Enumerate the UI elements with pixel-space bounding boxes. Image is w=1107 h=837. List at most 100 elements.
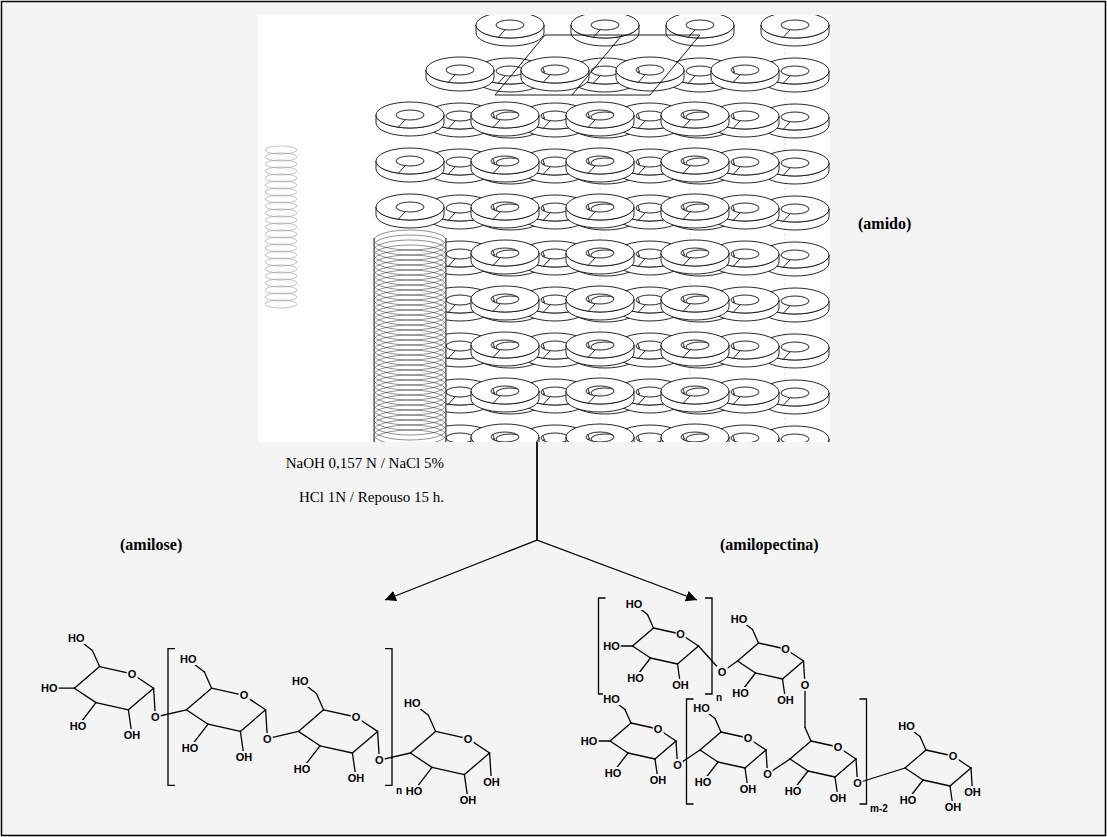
helix-step (593, 76, 600, 84)
helix-step (733, 121, 740, 129)
helix-step (543, 213, 550, 221)
chemical-bond (628, 753, 655, 759)
helix-step (543, 121, 550, 129)
helix-turn (661, 424, 729, 442)
helix-step (683, 350, 690, 358)
chemical-bond (298, 710, 323, 732)
chemical-bond (432, 767, 464, 774)
atom-label: HO (291, 675, 310, 687)
repeat-subscript: n (395, 785, 403, 796)
helix-step (733, 351, 740, 359)
helix-step (448, 75, 455, 83)
atom-label: OH (347, 772, 366, 784)
helix-step (448, 213, 455, 221)
atom-label: HO (784, 785, 803, 797)
atom-label: HO (67, 632, 86, 644)
chemical-bond (858, 768, 906, 783)
chemical-bond (240, 710, 265, 732)
helix-step (588, 396, 595, 404)
helix-step (493, 166, 500, 174)
atom-label: O (351, 711, 362, 723)
chemical-bond (186, 688, 211, 710)
chemical-bond (428, 715, 435, 731)
column-side (446, 238, 447, 442)
atom-label: HO (179, 653, 198, 665)
helix-turn (376, 194, 444, 220)
chemical-bond (633, 628, 654, 646)
structure-title: (amilopectina) (720, 536, 819, 554)
helix-step (588, 258, 595, 266)
chemical-bond (753, 630, 759, 644)
chemical-bond (905, 750, 926, 768)
atom-label: OH (944, 801, 963, 813)
helix-step (493, 120, 500, 128)
double-helix-hatch (374, 425, 446, 442)
chemical-bond (678, 646, 699, 664)
helix-step (783, 398, 790, 406)
atom-label: O (948, 750, 959, 762)
chemical-bond (920, 737, 926, 751)
chemical-bond (783, 661, 804, 679)
amylopectin-structure: (amilopectina) (560, 600, 1092, 832)
helix-turn (471, 102, 539, 128)
helix-step (733, 213, 740, 221)
starch-helices (258, 15, 830, 442)
repeat-bracket (168, 649, 175, 786)
helix-turn (616, 57, 684, 83)
atom-label: OH (739, 783, 758, 795)
helix-step (683, 166, 690, 174)
atom-label: O (672, 759, 683, 771)
helix-turn (471, 286, 539, 312)
helix-turn (661, 148, 729, 174)
helix-step (493, 396, 500, 404)
helix-step (398, 166, 405, 174)
repeat-bracket (705, 598, 712, 694)
atom-label: HO (405, 785, 424, 797)
atom-label: OH (776, 694, 795, 706)
helix-turn (521, 57, 589, 83)
atom-label: O (262, 733, 273, 745)
helix-step (733, 305, 740, 313)
helix-turn (471, 240, 539, 266)
helix-step (593, 30, 600, 38)
chemical-bond (96, 703, 128, 710)
chemical-bond (74, 688, 96, 702)
helix-turn (661, 240, 729, 266)
helix-turn (376, 148, 444, 174)
helix-step (688, 30, 695, 38)
chemical-bond (464, 753, 489, 775)
atom-label: O (743, 732, 754, 744)
chemical-bond (204, 672, 211, 688)
helix-step (448, 351, 455, 359)
helix-turn (761, 15, 829, 38)
atom-label: HO (897, 720, 916, 732)
unit-cell (495, 35, 700, 95)
atom-label: OH (235, 751, 254, 763)
chemical-bond (610, 723, 631, 741)
structure-title: (amilose) (120, 536, 182, 554)
helix-step (783, 30, 790, 38)
faint-helix (265, 300, 297, 308)
helix-step (543, 397, 550, 405)
chemical-bond (655, 741, 676, 759)
helix-column (471, 102, 539, 442)
helix-column (374, 102, 446, 442)
chemical-bond (738, 643, 759, 661)
helix-step (588, 350, 595, 358)
helix-step (588, 304, 595, 312)
reagent-label: HCl 1N / Repouso 15 h. (297, 488, 446, 507)
chemical-bond (352, 731, 377, 753)
helix-turn (471, 424, 539, 442)
helix-step (493, 212, 500, 220)
helix-step (783, 306, 790, 314)
atom-label: O (800, 679, 811, 691)
helix-step (638, 213, 645, 221)
helix-turn (471, 194, 539, 220)
chemical-bond (835, 759, 856, 777)
helix-step (498, 76, 505, 84)
helix-step (783, 168, 790, 176)
repeat-subscript: n (715, 692, 723, 703)
